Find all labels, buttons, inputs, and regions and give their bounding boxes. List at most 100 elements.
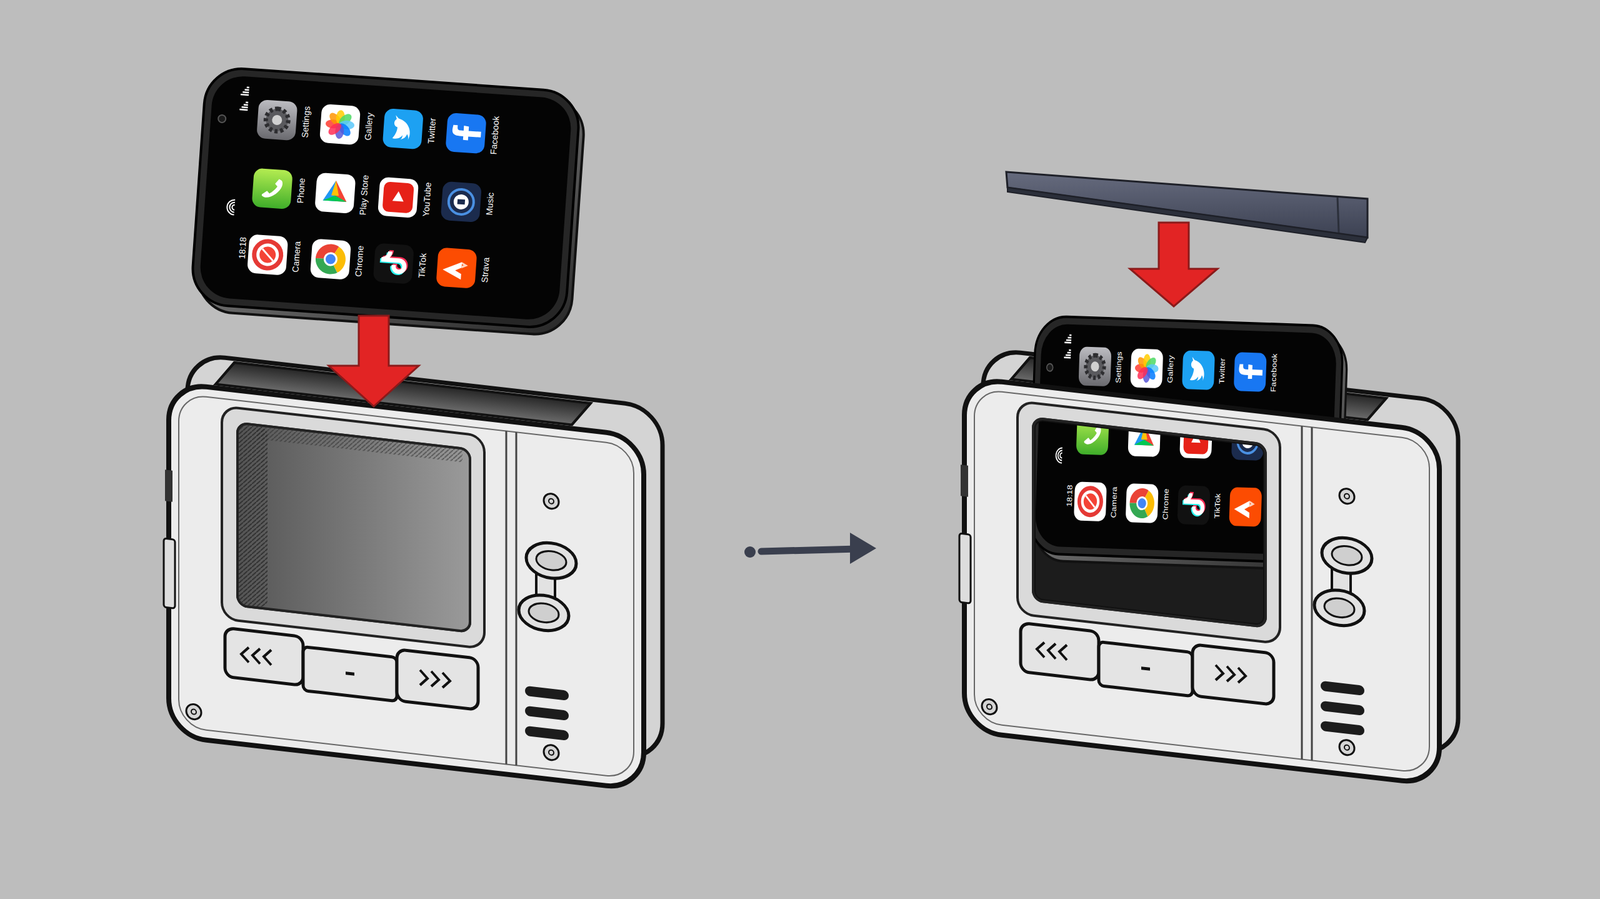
chevron-left — [1036, 641, 1045, 657]
music-mark — [457, 199, 466, 205]
rewind-button — [1020, 622, 1099, 680]
camera-needle — [261, 248, 274, 261]
screw-head — [548, 498, 554, 504]
chevron-right — [442, 672, 450, 689]
signal-bar — [243, 103, 249, 106]
app-label: Gallery — [1165, 355, 1175, 384]
app-name: Facebook — [488, 115, 501, 155]
app-label: Twitter — [425, 117, 438, 144]
app-name: Gallery — [1165, 355, 1175, 384]
icon-background — [1073, 481, 1107, 522]
app-icon — [1125, 483, 1159, 524]
middle-mark — [345, 671, 355, 676]
screen — [237, 423, 470, 632]
app-name: YouTube — [420, 181, 434, 217]
signal-bar — [239, 108, 248, 111]
screw-head — [1344, 493, 1350, 499]
icon-background — [382, 108, 424, 150]
app-label: Gallery — [362, 112, 375, 141]
phone-screen-labels: SettingsGalleryTwitterFacebookPhonePlay … — [190, 66, 581, 330]
rewind-button — [225, 627, 304, 685]
camera-lens — [258, 246, 277, 264]
clock-text: 18:18 — [236, 236, 249, 260]
icon-background — [310, 238, 352, 280]
app-icon — [310, 238, 352, 280]
app-label: Settings — [1113, 351, 1124, 384]
chrome-center — [1137, 498, 1147, 509]
round-button-cap — [1331, 544, 1362, 567]
app-icon — [382, 108, 424, 150]
phone-screen-labels: SettingsGalleryTwitterFacebook18:18Camer… — [1028, 315, 1344, 564]
wifi-arc — [226, 199, 236, 215]
wifi-icon — [226, 199, 236, 215]
app-icon — [435, 247, 477, 289]
note — [380, 250, 408, 275]
console-before — [163, 350, 663, 792]
app-label: Twitter — [1217, 358, 1227, 385]
gear — [265, 108, 289, 132]
inner-frame — [974, 388, 1430, 774]
wifi-arc — [231, 204, 235, 210]
app-icon — [1176, 485, 1210, 525]
speaker-slot — [525, 685, 569, 701]
side-panel — [163, 538, 175, 609]
wifi-arc — [229, 201, 235, 213]
speaker-slot — [1320, 680, 1365, 696]
camera-ring — [1076, 485, 1104, 517]
app-name: Chrome — [353, 245, 365, 277]
app-icon — [256, 99, 298, 141]
handset — [1084, 425, 1102, 445]
icon-background — [1078, 346, 1112, 387]
wifi-arc — [1058, 450, 1063, 460]
phone-screen — [198, 74, 573, 322]
signal-bar — [1069, 334, 1072, 337]
petal — [1135, 364, 1150, 382]
icon-background — [440, 181, 482, 223]
app-name: TikTok — [416, 252, 429, 279]
signal-bar — [1065, 354, 1071, 357]
icon-glyph — [1190, 356, 1205, 382]
screw-head — [1344, 744, 1350, 750]
round-button — [1314, 587, 1365, 629]
icon-glyph — [448, 188, 475, 216]
screw — [186, 703, 202, 720]
middle-button — [303, 646, 397, 701]
phone-rim — [195, 73, 587, 337]
screw — [1339, 738, 1355, 756]
screw — [543, 743, 559, 761]
icon-glyph — [1076, 485, 1104, 517]
app-icon — [246, 233, 289, 275]
note — [1183, 492, 1205, 515]
app-icon — [1233, 351, 1267, 392]
app-label: Camera — [1109, 486, 1119, 518]
middle-button — [1098, 641, 1193, 696]
chevron-left — [241, 646, 249, 662]
app-icon — [314, 172, 356, 214]
side-port — [165, 469, 173, 502]
icon-glyph — [379, 249, 410, 276]
icon-glyph — [1129, 487, 1155, 519]
app-name: Settings — [299, 105, 312, 139]
app-icon — [373, 243, 415, 285]
app-label: Facebook — [488, 115, 501, 155]
chevron-right — [431, 671, 439, 687]
icon-background — [377, 176, 419, 219]
icon-background — [373, 243, 415, 285]
wifi-icon — [1055, 447, 1063, 463]
icon-glyph — [1084, 425, 1102, 445]
chevron-right — [1215, 665, 1224, 681]
app-icon — [1228, 486, 1262, 527]
icon-glyph — [381, 181, 414, 214]
front-camera — [1046, 363, 1054, 372]
app-name: Facebook — [1268, 353, 1279, 392]
icon-background — [445, 112, 487, 154]
music-disc — [453, 193, 470, 210]
signal-bar — [241, 106, 248, 109]
round-button-cap — [528, 601, 559, 624]
step-arrow-line — [761, 548, 858, 552]
round-button-cap — [536, 549, 567, 572]
gear-hub — [271, 115, 283, 126]
phone-body — [190, 66, 581, 330]
app-icon — [377, 176, 419, 219]
